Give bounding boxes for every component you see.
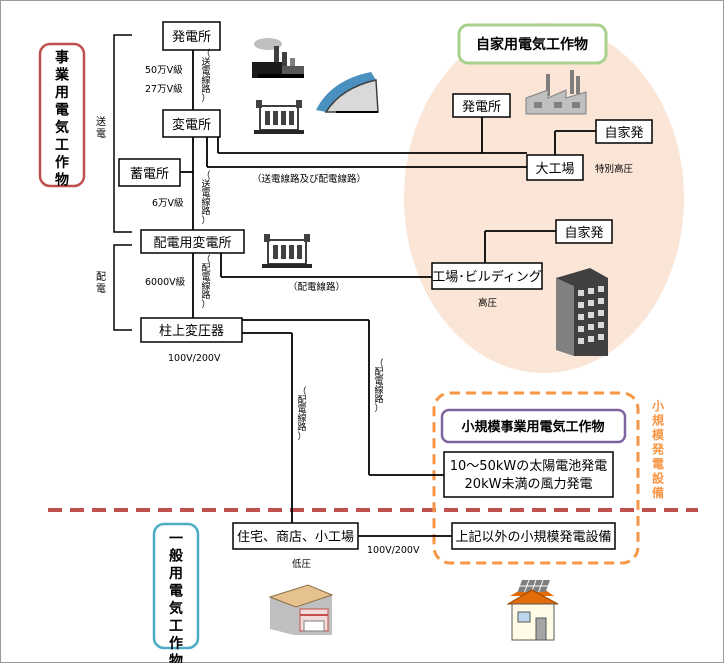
- jigyo-category-label-text: 事業用電気工作物: [54, 49, 70, 189]
- label-v60k: 6万V級: [152, 197, 184, 209]
- small-facility-label-text: 小規模発電設備: [651, 398, 665, 500]
- jika-area: [404, 23, 684, 373]
- node-koujou-building-box: [431, 262, 543, 290]
- label-v270k: 27万V級: [145, 83, 183, 95]
- label-haiden-senro-1: （配電線路）: [288, 281, 345, 293]
- building-icon: [556, 268, 608, 356]
- jigyo-category-label: 事業用電気工作物: [54, 49, 70, 189]
- node-jutaku: 住宅、商店、小工場: [237, 530, 354, 545]
- node-other-small: 上記以外の小規模発電設備: [455, 529, 611, 545]
- label-v500k: 50万V級: [145, 64, 183, 76]
- node-haiden-hendensho-box: [140, 229, 245, 254]
- label-haiden-senro-4: （配電線路）: [297, 386, 306, 442]
- node-jika-hatsudensho-box: [452, 93, 511, 118]
- ippan-category-label: 一般用電気工作物: [169, 531, 183, 663]
- node-solar-box: [443, 451, 614, 498]
- node-solar-line2: 20kW未満の風力発電: [465, 477, 593, 492]
- label-haiden-senro-2-text: （配電線路）: [201, 254, 210, 310]
- connector-lines: [180, 50, 596, 537]
- label-haiden-senro-3: （配電線路）: [374, 358, 383, 414]
- node-chuujou-box: [140, 317, 243, 343]
- label-teiatsu: 低圧: [292, 558, 312, 570]
- substation-icon: [262, 234, 312, 268]
- brackets: [113, 34, 132, 331]
- node-chuujou-hen-atsuki: 柱上変圧器: [159, 323, 224, 339]
- dam-icon: [316, 72, 379, 113]
- label-kouatsu: 高圧: [478, 297, 498, 309]
- small-jigyo-category-label: 小規模事業用電気工作物: [461, 419, 604, 435]
- node-hendensho: 変電所: [172, 117, 211, 133]
- label-souden-text: 送電: [96, 115, 106, 140]
- substation-icon: [254, 100, 304, 134]
- node-hatsudensho-box: [162, 21, 221, 51]
- label-souden-senro-2: （送電線路）: [201, 170, 210, 226]
- jika-category-box: [457, 23, 608, 65]
- node-koujou-building: 工場･ビルディング: [432, 269, 542, 285]
- node-solar-line1: 10～50kWの太陽電池発電: [450, 459, 607, 474]
- house-solar-panel-icon: [506, 580, 559, 641]
- label-souden-senro-1-text: （送電線路）: [201, 48, 210, 104]
- node-hendensho-box: [162, 109, 221, 138]
- small-jigyo-category-box: [440, 408, 627, 444]
- label-souden-haiden: （送電線路及び配電線路）: [252, 173, 366, 185]
- node-jutaku-box: [232, 522, 359, 550]
- label-haiden-senro-3-text: （配電線路）: [374, 358, 383, 414]
- node-other-small-box: [451, 522, 616, 550]
- node-chikudensho-box: [118, 158, 181, 187]
- label-haiden-text: 配電: [96, 271, 106, 295]
- jika-category-label: 自家用電気工作物: [476, 36, 588, 53]
- node-jika-hatsudensho: 発電所: [462, 100, 501, 115]
- label-tokubetsu: 特別高圧: [595, 163, 634, 175]
- jigyo-category-box: [38, 42, 86, 188]
- node-jikahatsu-2-box: [555, 219, 613, 244]
- label-souden-senro-1: （送電線路）: [201, 48, 210, 104]
- label-souden-senro-2-text: （送電線路）: [201, 170, 210, 226]
- node-jikahatsu-1-box: [595, 119, 653, 144]
- ippan-category-label-text: 一般用電気工作物: [169, 531, 183, 663]
- label-haiden-senro-4-text: （配電線路）: [297, 386, 306, 442]
- node-jikahatsu-2: 自家発: [564, 225, 603, 241]
- factory-smokestack-icon: [252, 38, 304, 78]
- node-jikahatsu-1: 自家発: [604, 125, 643, 141]
- label-v6000: 6000V級: [145, 276, 186, 288]
- small-facility-area: [432, 391, 640, 565]
- node-hatsudensho: 発電所: [172, 30, 211, 45]
- label-v100-200-b: 100V/200V: [367, 545, 420, 556]
- label-souden: 送電: [96, 115, 106, 140]
- label-v100-200-a: 100V/200V: [168, 353, 221, 364]
- label-haiden-senro-2: （配電線路）: [201, 254, 210, 310]
- node-dai-koujou: 大工場: [535, 162, 574, 177]
- ippan-category-box: [152, 522, 200, 650]
- node-dai-koujou-box: [526, 154, 584, 181]
- node-chikudensho: 蓄電所: [130, 167, 169, 182]
- label-haiden: 配電: [96, 271, 106, 295]
- shop-icon: [268, 584, 334, 635]
- factory-icon: [525, 70, 587, 115]
- node-haiden-hendensho: 配電用変電所: [153, 235, 231, 251]
- small-facility-label: 小規模発電設備: [651, 398, 665, 500]
